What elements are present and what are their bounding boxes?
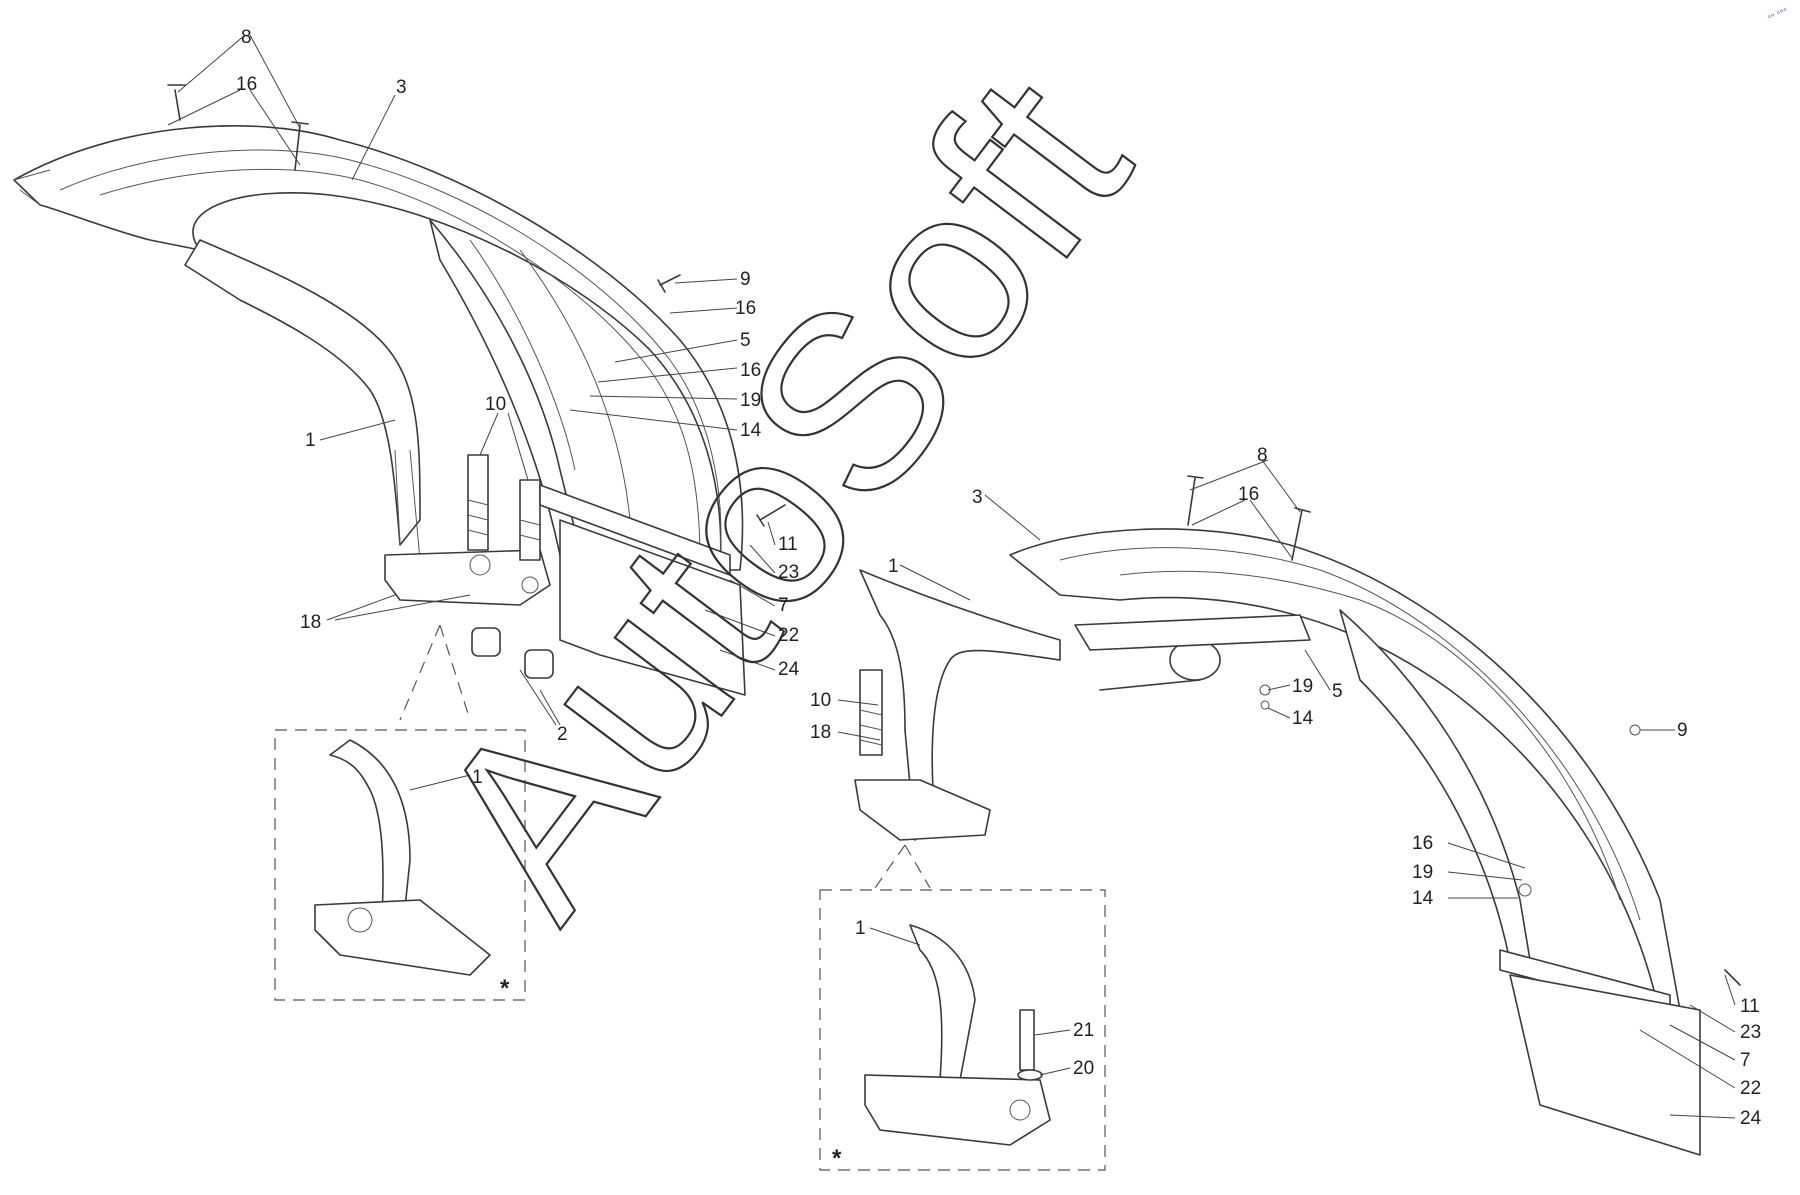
callout-16: 16 (1412, 833, 1433, 854)
left-bushing-a (471, 627, 501, 657)
callout-11: 11 (778, 534, 798, 555)
callout-21: 21 (1073, 1020, 1094, 1041)
callout-1: 1 (305, 430, 316, 451)
callout-5: 5 (740, 330, 751, 351)
variant-mark-right: * (832, 1145, 842, 1172)
callout-8: 8 (1257, 445, 1268, 466)
callout-2: 2 (557, 724, 568, 745)
callout-19: 19 (740, 390, 761, 411)
right-variant-box (819, 844, 1106, 1171)
callout-9: 9 (1677, 720, 1688, 741)
callout-18: 18 (300, 612, 321, 633)
callout-14: 14 (1412, 888, 1434, 909)
variant-bolt-21 (1019, 1009, 1035, 1071)
callout-14: 14 (1292, 708, 1314, 729)
callout-22: 22 (1740, 1078, 1761, 1099)
callout-24: 24 (778, 659, 800, 680)
callout-19: 19 (1412, 862, 1433, 883)
callout-14: 14 (740, 420, 762, 441)
callout-22: 22 (778, 625, 799, 646)
left-variant-base (314, 899, 491, 976)
right-support-arm (1074, 614, 1311, 651)
left-bracket-upright (184, 239, 421, 546)
variant-mark-left: * (500, 975, 510, 1002)
callout-16: 16 (236, 74, 257, 95)
callout-19: 19 (1292, 676, 1313, 697)
right-variant-bracket (909, 924, 976, 1081)
left-fender-assembly (13, 84, 786, 696)
right-fender-shell (1009, 528, 1681, 1016)
leader-lines (167, 34, 1736, 1119)
callout-3: 3 (972, 487, 983, 508)
callout-16: 16 (740, 360, 761, 381)
right-bracket-upright (859, 569, 1061, 841)
watermark-text: AutoSoft (380, 28, 1180, 962)
right-variant-base (864, 1074, 1051, 1146)
callout-numbers: 8 16 3 9 16 5 16 19 14 1 10 11 23 7 22 2… (236, 27, 1762, 1129)
callout-16: 16 (735, 298, 756, 319)
left-bolt-11 (756, 504, 786, 527)
callout-5: 5 (1332, 681, 1343, 702)
right-bracket-base (854, 779, 991, 841)
right-fender-assembly (854, 475, 1741, 1156)
left-bushing-b (524, 649, 554, 679)
right-bolt-8a (1187, 475, 1204, 526)
left-mudflap (559, 519, 746, 696)
right-bolt-11 (1724, 969, 1741, 986)
callout-9: 9 (740, 269, 751, 290)
right-mudflap (1509, 974, 1701, 1156)
corner-mark: °° °°° (1767, 6, 1790, 24)
callout-24: 24 (1740, 1108, 1762, 1129)
left-bolt-9 (657, 274, 681, 293)
callout-3: 3 (396, 77, 407, 98)
callout-1: 1 (472, 767, 483, 788)
callout-23: 23 (778, 562, 799, 583)
left-base-hole (469, 554, 491, 576)
callout-10: 10 (810, 690, 831, 711)
callout-8: 8 (241, 27, 252, 48)
callout-23: 23 (1740, 1022, 1761, 1043)
variant-washer-20 (1017, 1069, 1043, 1081)
left-fender-shell (13, 125, 744, 571)
callout-1: 1 (888, 556, 899, 577)
callout-16: 16 (1238, 484, 1259, 505)
callout-10: 10 (485, 394, 506, 415)
callout-1: 1 (855, 918, 866, 939)
callout-20: 20 (1073, 1058, 1094, 1079)
left-bolt-8b (291, 121, 309, 171)
callout-7: 7 (1740, 1050, 1751, 1071)
left-bolt-10b (519, 479, 541, 561)
left-variant-box (274, 624, 526, 1001)
callout-18: 18 (810, 722, 831, 743)
callout-11: 11 (1740, 996, 1760, 1017)
callout-7: 7 (778, 595, 789, 616)
left-bolt-8a (167, 84, 186, 121)
left-strip (539, 484, 731, 576)
